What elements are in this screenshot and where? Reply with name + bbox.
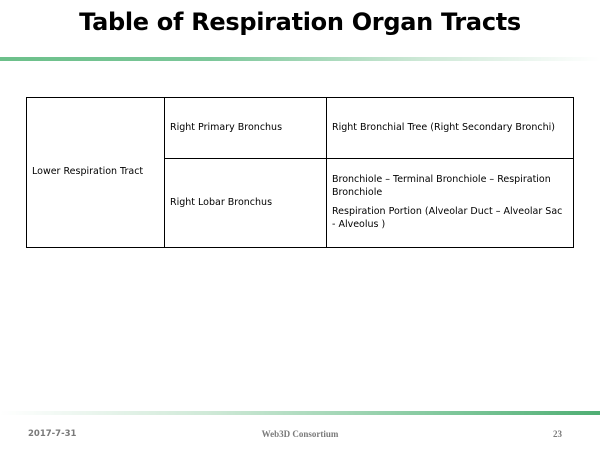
table-row: Lower Respiration Tract Right Primary Br…	[26, 97, 574, 248]
title-divider-bar	[0, 57, 600, 61]
bronchus-cell: Right Lobar Bronchus	[164, 158, 327, 248]
detail-line: Respiration Portion (Alveolar Duct – Alv…	[332, 206, 563, 230]
footer-date: 2017-7-31	[28, 429, 77, 439]
page-number: 23	[553, 429, 562, 439]
footer-organization: Web3D Consortium	[261, 429, 339, 439]
respiration-tract-table: Lower Respiration Tract Right Primary Br…	[26, 97, 574, 248]
detail-line: Right Bronchial Tree (Right Secondary Br…	[332, 121, 555, 133]
tract-cell: Lower Respiration Tract	[26, 97, 165, 248]
detail-cell: Bronchiole – Terminal Bronchiole – Respi…	[326, 158, 574, 248]
bronchus-cell: Right Primary Bronchus	[164, 97, 327, 159]
detail-line: Bronchiole – Terminal Bronchiole – Respi…	[332, 174, 551, 199]
detail-cell: Right Bronchial Tree (Right Secondary Br…	[326, 97, 574, 159]
table-row: Right Lobar Bronchus Bronchiole – Termin…	[27, 158, 574, 248]
footer-divider-bar	[0, 411, 600, 415]
slide-title: Table of Respiration Organ Tracts	[79, 8, 521, 36]
